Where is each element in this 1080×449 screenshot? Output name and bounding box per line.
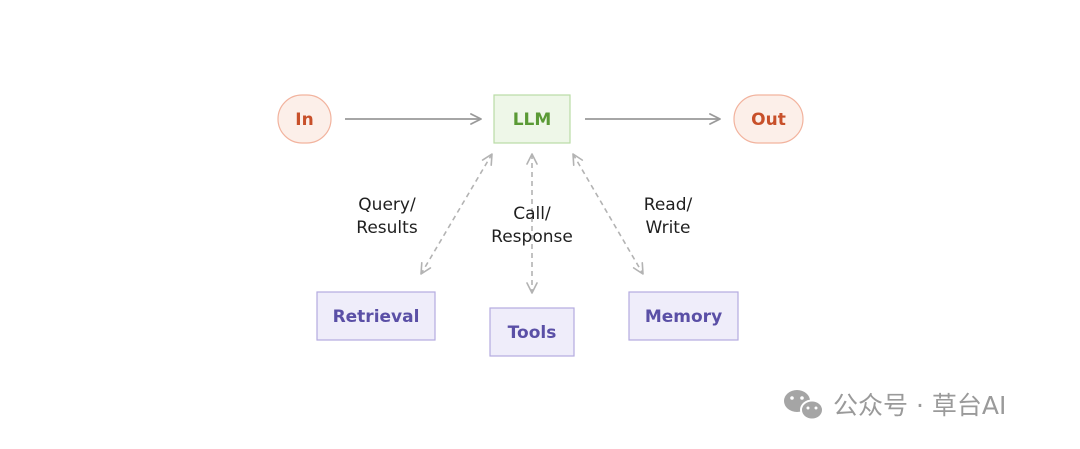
retrieval-node: Retrieval [316,291,436,341]
edge-label-tools: Call/ Response [491,204,573,247]
edge-label-memory: Read/ Write [644,195,693,238]
tools-node: Tools [489,307,575,357]
output-node: Out [733,94,804,144]
dashed-arrow-llm-retrieval [420,153,493,275]
edge-label-retrieval: Query/ Results [356,195,418,238]
edge-label-tools-line2: Response [491,227,573,247]
llm-node-label: LLM [513,110,552,130]
llm-node: LLM [493,94,571,144]
edge-label-memory-line2: Write [646,218,691,238]
dashed-arrow-llm-memory [572,153,644,275]
watermark-text: 公众号 · 草台AI [833,391,1006,420]
memory-node-label: Memory [645,307,722,327]
tools-node-label: Tools [508,323,557,343]
edge-label-retrieval-line2: Results [356,218,418,238]
retrieval-node-label: Retrieval [333,307,420,327]
input-node: In [277,94,332,144]
memory-node: Memory [628,291,739,341]
output-node-label: Out [751,110,786,130]
edge-label-memory-line1: Read/ [644,195,693,215]
edge-label-retrieval-line1: Query/ [358,195,416,215]
input-node-label: In [295,110,313,130]
edge-label-tools-line1: Call/ [513,204,551,224]
watermark: 公众号 · 草台AI [784,390,1006,421]
wechat-icon [784,390,824,421]
